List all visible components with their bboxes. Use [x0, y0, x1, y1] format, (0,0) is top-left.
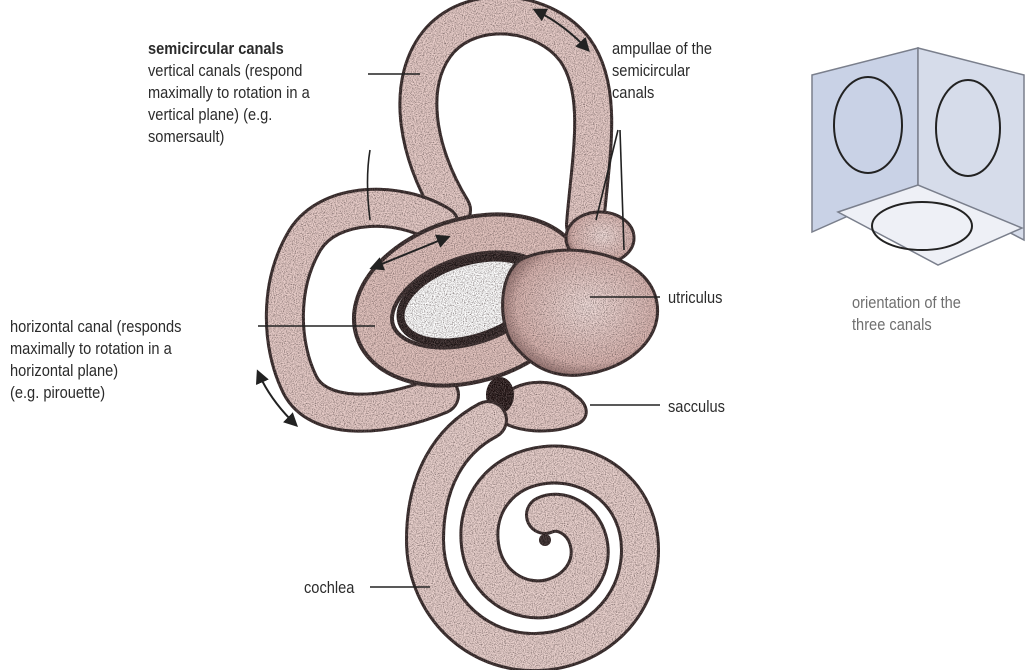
ampullae-line-1: ampullae of the	[612, 38, 712, 60]
label-sacculus: sacculus	[668, 396, 725, 418]
sacculus-text: sacculus	[668, 396, 725, 418]
utriculus-text: utriculus	[668, 287, 722, 309]
ampullae-line-3: canals	[612, 82, 712, 104]
vertical-canal	[418, 15, 593, 225]
labyrinth	[285, 15, 658, 652]
label-ampullae: ampullae of the semicircular canals	[612, 38, 712, 104]
horizontal-line-2: maximally to rotation in a	[10, 338, 181, 360]
vertical-line-2: maximally to rotation in a	[148, 82, 310, 104]
orientation-line-2: three canals	[852, 314, 961, 336]
vertical-line-4: somersault)	[148, 126, 310, 148]
label-semicircular-canals: semicircular canals vertical canals (res…	[148, 38, 310, 148]
label-orientation: orientation of the three canals	[852, 292, 961, 336]
horizontal-line-3: horizontal plane)	[10, 360, 181, 382]
horizontal-line-4: (e.g. pirouette)	[10, 382, 181, 404]
vertical-line-3: vertical plane) (e.g.	[148, 104, 310, 126]
semicircular-title: semicircular canals	[148, 38, 310, 60]
ampullae-line-2: semicircular	[612, 60, 712, 82]
utriculus-body	[503, 250, 658, 375]
horizontal-line-1: horizontal canal (responds	[10, 316, 181, 338]
label-cochlea: cochlea	[304, 577, 354, 599]
orientation-planes	[812, 48, 1024, 265]
cochlea-spiral	[425, 420, 640, 652]
vertical-line-1: vertical canals (respond	[148, 60, 310, 82]
cochlea-text: cochlea	[304, 577, 354, 599]
label-horizontal-canal: horizontal canal (responds maximally to …	[10, 316, 181, 404]
label-utriculus: utriculus	[668, 287, 722, 309]
orientation-line-1: orientation of the	[852, 292, 961, 314]
